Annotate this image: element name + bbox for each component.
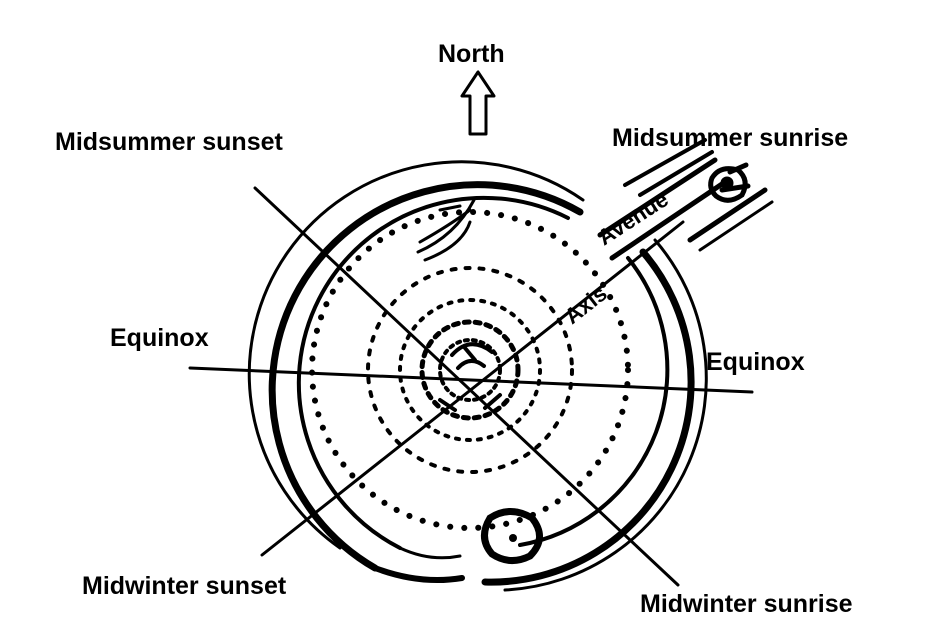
alignment-lines bbox=[188, 186, 754, 587]
north-label: North bbox=[438, 40, 505, 68]
midsummer-sunset-label: Midsummer sunset bbox=[55, 128, 284, 156]
z-holes-ring bbox=[398, 298, 542, 442]
equinox-line bbox=[188, 366, 754, 394]
midwinter-sunset-label: Midwinter sunset bbox=[82, 572, 287, 600]
midwinter-sunset-midsummer-sunrise-axis bbox=[260, 220, 685, 557]
outer-bank bbox=[247, 160, 708, 592]
aubrey-holes-ring bbox=[309, 209, 631, 531]
north-barrow-arcs bbox=[416, 198, 476, 262]
up-arrow-icon bbox=[460, 70, 496, 136]
midwinter-sunrise-label: Midwinter sunrise bbox=[640, 590, 853, 618]
equinox-right-label: Equinox bbox=[706, 348, 805, 376]
inner-ditch bbox=[296, 195, 670, 560]
south-barrow bbox=[481, 508, 543, 564]
bluestone-circle bbox=[438, 338, 502, 402]
midsummer-sunset-midwinter-sunrise-line bbox=[253, 186, 680, 587]
barrow-center bbox=[509, 534, 517, 542]
y-holes-ring bbox=[366, 266, 574, 474]
sarsen-circle bbox=[419, 319, 521, 421]
axis-label: Axis bbox=[560, 281, 612, 329]
equinox-left-label: Equinox bbox=[110, 324, 209, 352]
midsummer-sunrise-label: Midsummer sunrise bbox=[612, 124, 848, 152]
heel-stone bbox=[708, 162, 751, 203]
avenue bbox=[597, 138, 774, 261]
